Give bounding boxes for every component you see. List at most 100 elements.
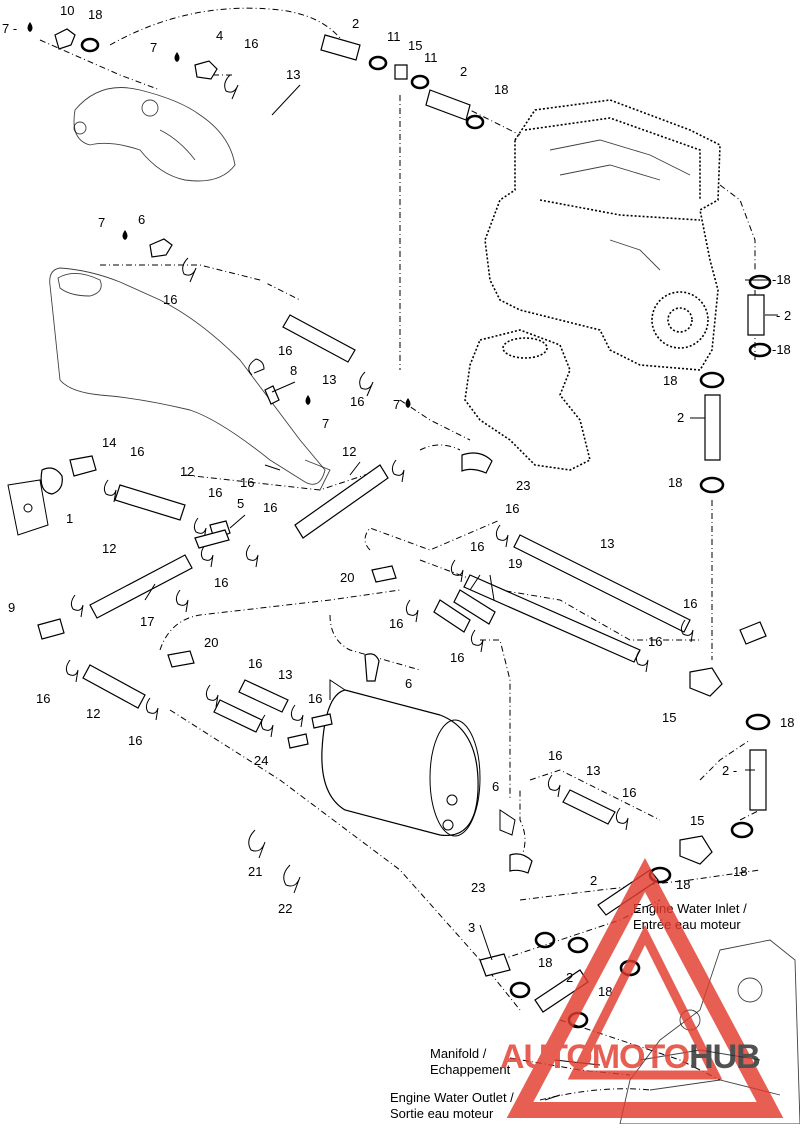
callout-number: 23	[516, 478, 530, 493]
callout-number: 4	[216, 28, 223, 43]
callout-number: 5	[237, 496, 244, 511]
callout-number: 18	[494, 82, 508, 97]
callout-number: 16	[548, 748, 562, 763]
callout-number: 16	[248, 656, 262, 671]
hose-13-mid	[282, 314, 356, 363]
callout-number: 9	[8, 600, 15, 615]
callout-number: 16	[470, 539, 484, 554]
callout-number: 20	[204, 635, 218, 650]
callout-number: 13	[278, 667, 292, 682]
callout-number: 16	[308, 691, 322, 706]
callout-number: 16	[208, 485, 222, 500]
watermark-text-part: AUTOMOTO	[500, 1038, 690, 1076]
callout-number: 12	[102, 541, 116, 556]
outlet-label-en: Engine Water Outlet /	[390, 1090, 514, 1105]
callout-number: 2	[590, 873, 597, 888]
callout-number: 18	[598, 984, 612, 999]
callout-number: 16	[130, 444, 144, 459]
hose-12-bottom	[82, 664, 146, 709]
watermark-logo: AUTOMOTOHUB	[500, 857, 784, 1118]
callout-number: 16	[648, 634, 662, 649]
callout-number: 16	[350, 394, 364, 409]
engine-outline	[484, 99, 721, 371]
callout-number: 16	[214, 575, 228, 590]
callout-number: 16	[263, 500, 277, 515]
hose-12-left	[114, 484, 186, 521]
outlet-label-fr: Sortie eau moteur	[390, 1106, 494, 1121]
callout-number: 22	[278, 901, 292, 916]
hose-19-b	[453, 589, 496, 625]
ride-plate-outline	[49, 267, 331, 491]
callout-number: 18	[663, 373, 677, 388]
watermark-text: AUTOMOTOHUB	[500, 1038, 760, 1076]
callout-number: 24	[254, 753, 268, 768]
callout-number: - 2	[776, 308, 791, 323]
callout-number: 12	[86, 706, 100, 721]
callout-number: 15	[690, 813, 704, 828]
callout-number: 7	[150, 40, 157, 55]
callout-number: 13	[322, 372, 336, 387]
callout-number: 11	[424, 50, 438, 65]
leaders	[144, 84, 778, 1101]
callout-number: 14	[102, 435, 116, 450]
callout-number: 7	[322, 416, 329, 431]
hose-13-small2	[213, 699, 263, 733]
callout-number: 12	[180, 464, 194, 479]
manifold-label-en: Manifold /	[430, 1046, 487, 1061]
callout-number: 17	[140, 614, 154, 629]
callout-number: 20	[340, 570, 354, 585]
hose-13-lower	[562, 789, 616, 825]
callout-number: 11	[387, 29, 401, 44]
hose-2-top	[320, 34, 361, 61]
hose-2-lower	[749, 749, 767, 811]
callout-number: 2	[352, 16, 359, 31]
water-tank	[321, 679, 516, 837]
callout-number: 6	[492, 779, 499, 794]
callout-number: 15	[408, 38, 422, 53]
hose-13-mid2	[463, 574, 641, 663]
inlet-label-en: Engine Water Inlet /	[633, 901, 747, 916]
pump-housing-outline	[73, 87, 236, 182]
hose-2-right	[425, 89, 471, 121]
callout-number: 16	[244, 36, 258, 51]
callout-number: 18	[780, 715, 794, 730]
callout-number: -18	[772, 272, 791, 287]
watermark-text-part: HUB	[689, 1038, 760, 1076]
callout-number: 13	[600, 536, 614, 551]
exhaust-manifold-outline	[464, 329, 591, 471]
callout-number: 16	[389, 616, 403, 631]
inlet-label-fr: Entrée eau moteur	[633, 917, 741, 932]
hose-13-long	[513, 534, 691, 633]
hoses	[82, 34, 767, 1013]
hose-2-side	[747, 294, 765, 336]
callout-number: 16	[505, 501, 519, 516]
drop-icon	[405, 398, 411, 408]
callout-number: 23	[471, 880, 485, 895]
callout-number: 19	[508, 556, 522, 571]
callout-number: 2 -	[722, 763, 737, 778]
callout-number: 6	[138, 212, 145, 227]
clamps	[80, 37, 772, 1029]
callout-number: 13	[286, 67, 300, 82]
callout-number: 1	[66, 511, 73, 526]
hose-13-small	[238, 679, 289, 713]
callout-number: 3	[468, 920, 475, 935]
hose-12-long	[89, 554, 193, 619]
callout-number: 8	[290, 363, 297, 378]
callout-number: 6	[405, 676, 412, 691]
callout-number: 16	[622, 785, 636, 800]
callout-number: 12	[342, 444, 356, 459]
callout-number: 7 -	[2, 21, 17, 36]
callout-number: 18	[676, 877, 690, 892]
callout-number: 2	[460, 64, 467, 79]
callout-number: 21	[248, 864, 262, 879]
callout-number: 16	[240, 475, 254, 490]
hose-19-a	[433, 599, 471, 633]
drop-icon	[122, 230, 128, 240]
fittings	[7, 28, 767, 977]
callout-number: 15	[662, 710, 676, 725]
drop-icon	[174, 52, 180, 62]
callout-number: 13	[586, 763, 600, 778]
